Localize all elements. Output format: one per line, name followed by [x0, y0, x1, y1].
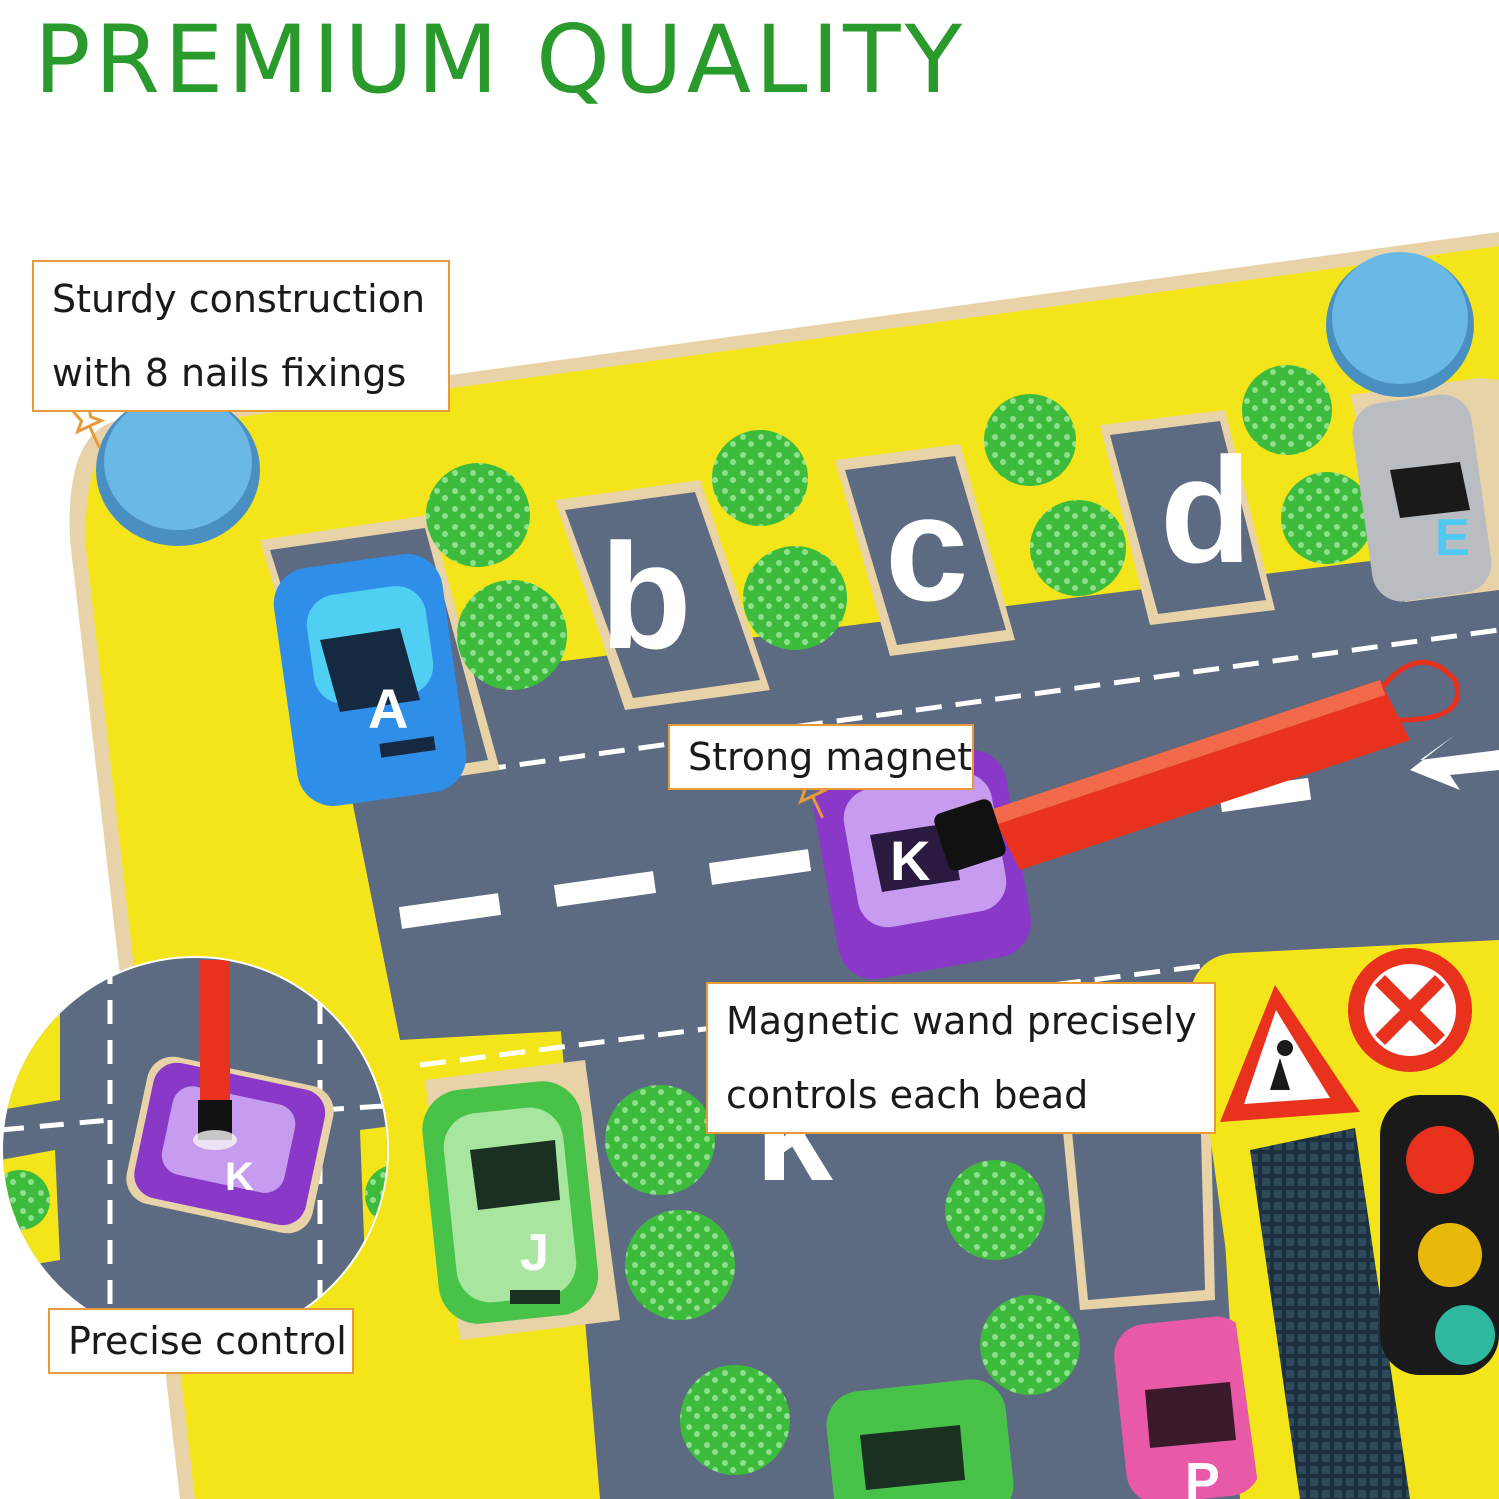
callout-strong-magnet: Strong magnet: [668, 724, 974, 790]
nail-buttons: [96, 252, 1474, 546]
car-gray: E: [1352, 394, 1492, 602]
callout-line: with 8 nails fixings: [52, 351, 407, 395]
car-letter-k: K: [890, 829, 930, 892]
zoom-inset: K: [1, 956, 389, 1344]
callout-line: Sturdy construction: [52, 277, 426, 321]
car-green: J: [422, 1081, 599, 1324]
slot-letter-d: d: [1160, 426, 1252, 594]
car-blue: A: [273, 553, 467, 807]
slot-letter-c: c: [885, 464, 968, 632]
callout-line: Magnetic wand precisely: [726, 999, 1197, 1043]
callout-line: Precise control: [68, 1319, 347, 1363]
callout-sturdy-construction: Sturdy construction with 8 nails fixings: [32, 260, 450, 412]
callout-line: Strong magnet: [688, 735, 973, 779]
car-green-lower: [826, 1379, 1014, 1499]
traffic-signs: [1190, 940, 1499, 1499]
car-letter-j: J: [520, 1224, 549, 1282]
callout-precise-control: Precise control: [48, 1308, 354, 1374]
magnetic-wand: [934, 659, 1461, 871]
car-letter-p: P: [1185, 1453, 1220, 1499]
zoom-car-letter: K: [225, 1155, 254, 1199]
car-letter-a: A: [368, 677, 408, 740]
car-pink: P: [1114, 1316, 1261, 1499]
car-letter-e: E: [1435, 509, 1470, 567]
headline-title: PREMIUM QUALITY: [34, 6, 967, 115]
hedges: [426, 365, 1373, 1475]
callout-magnetic-wand: Magnetic wand precisely controls each be…: [706, 982, 1216, 1134]
callout-line: controls each bead: [726, 1073, 1089, 1117]
slot-letter-b: b: [600, 512, 692, 680]
